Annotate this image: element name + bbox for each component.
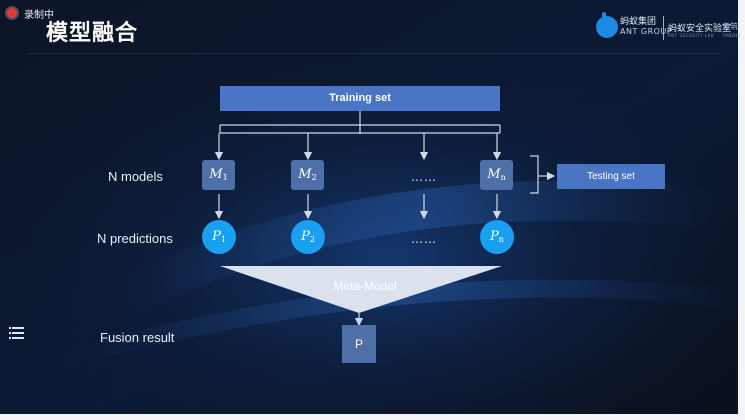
prediction-symbol: P	[301, 229, 310, 244]
model-symbol: M	[487, 167, 501, 182]
menu-bar	[12, 327, 24, 329]
row-label-predictions: N predictions	[97, 231, 173, 246]
model-subscript: 1	[222, 173, 228, 182]
prediction-circle-1: P1	[202, 220, 236, 254]
menu-bullet	[9, 332, 11, 334]
training-set-box: Training set	[220, 86, 500, 111]
recording-label: 录制中	[24, 10, 54, 21]
testing-set-box: Testing set	[557, 164, 665, 189]
brand-block: 蚂蚁集团 ANT GROUP 蚂蚁安全实验室 ANT SECURITY LAB …	[592, 12, 742, 42]
row-label-models: N models	[108, 169, 163, 184]
meta-model-triangle	[220, 266, 502, 313]
model-subscript: n	[500, 173, 506, 182]
predictions-ellipsis: ……	[411, 232, 437, 246]
prediction-subscript: 2	[309, 235, 315, 244]
brand-lab-cn: 蚂蚁安全实验室	[668, 24, 732, 34]
title-bar: 录制中 模型融合 蚂蚁集团 ANT GROUP 蚂蚁安全实验室 ANT SECU…	[0, 0, 745, 52]
model-box-n: Mn	[480, 160, 513, 190]
menu-bar	[12, 332, 24, 334]
ant-logo-icon	[596, 12, 618, 38]
model-subscript: 2	[311, 173, 317, 182]
prediction-symbol: P	[490, 229, 499, 244]
models-ellipsis: ……	[411, 170, 437, 184]
model-symbol: M	[298, 167, 312, 182]
brand-extra-en: TIANZHU	[722, 33, 741, 38]
testing-bracket	[530, 155, 539, 194]
brand-lab-en: ANT SECURITY LAB	[668, 33, 715, 38]
menu-bar	[12, 337, 24, 339]
header-divider	[28, 53, 718, 54]
record-dot-icon	[7, 8, 17, 18]
brand-name-cn: 蚂蚁集团	[620, 17, 657, 27]
slide-title: 模型融合	[46, 21, 139, 46]
model-symbol: M	[209, 167, 223, 182]
brand-extra-cn: 天筑	[722, 22, 738, 31]
prediction-subscript: n	[498, 235, 504, 244]
prediction-circle-n: Pn	[480, 220, 514, 254]
model-box-1: M1	[202, 160, 235, 190]
prediction-symbol: P	[212, 229, 221, 244]
brand-name-en: ANT GROUP	[620, 27, 673, 36]
meta-model-label: Meta-Model	[333, 279, 397, 293]
list-menu-icon[interactable]	[6, 323, 28, 343]
fusion-result-box: P	[342, 325, 376, 363]
prediction-circle-2: P2	[291, 220, 325, 254]
model-box-2: M2	[291, 160, 324, 190]
menu-bullet	[9, 337, 11, 339]
menu-bullet	[9, 327, 11, 329]
prediction-subscript: 1	[220, 235, 226, 244]
row-label-fusion: Fusion result	[100, 330, 175, 345]
brand-divider	[663, 16, 664, 40]
